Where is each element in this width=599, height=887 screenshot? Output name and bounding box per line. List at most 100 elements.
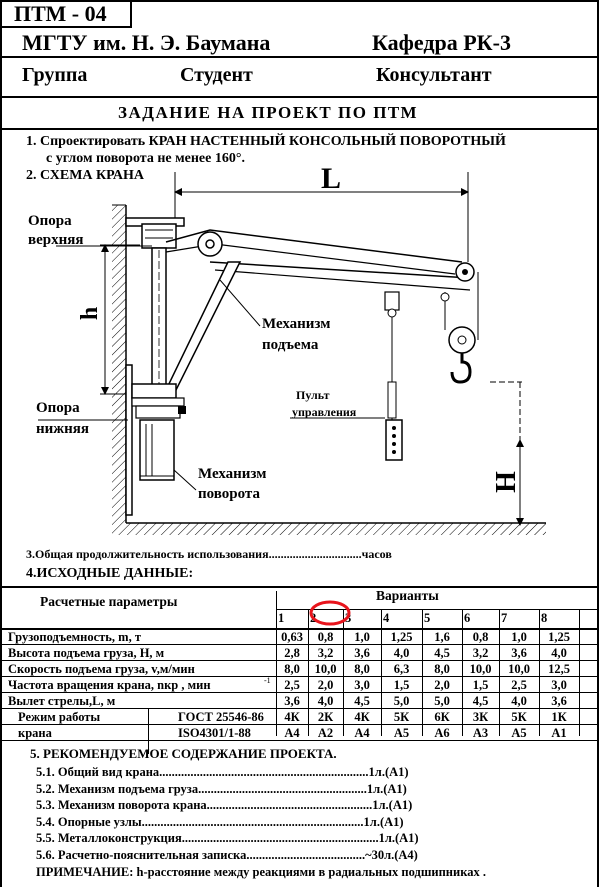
dimension-H-label: H: [490, 471, 522, 493]
section5-item-1: 5.1. Общий вид крана....................…: [36, 765, 409, 779]
param-label-2: Высота подъема груза, H, м: [8, 646, 165, 660]
control-pendant: [290, 317, 403, 461]
param-value-3-8: 12,5: [548, 662, 570, 676]
section1-line1: 1. Спроектировать КРАН НАСТЕННЫЙ КОНСОЛЬ…: [26, 134, 506, 149]
group-label: Группа: [22, 64, 88, 86]
slew-mechanism-label-2: поворота: [198, 486, 260, 502]
param-value-5-3: 4,5: [354, 694, 370, 708]
mode-value-1-3: 4К: [354, 710, 370, 724]
mode-value-2-7: А5: [511, 726, 527, 740]
variant-header-4: 4: [383, 611, 390, 625]
param-value-5-5: 5,0: [434, 694, 450, 708]
param-value-4-4: 1,5: [393, 678, 410, 692]
section4-title: 4.ИСХОДНЫЕ ДАННЫЕ:: [26, 566, 194, 581]
hoist-mechanism-label-2: подъема: [262, 337, 319, 353]
mode-value-2-4: А5: [393, 726, 410, 740]
wall: [112, 204, 127, 535]
variant-header-6: 6: [464, 611, 471, 625]
section2-title: 2. СХЕМА КРАНА: [26, 168, 145, 183]
param-value-1-2: 0,8: [317, 630, 334, 644]
variant-header-1: 1: [278, 611, 285, 625]
mode-value-1-4: 5К: [393, 710, 410, 724]
param-value-3-3: 8,0: [354, 662, 370, 676]
mode-value-1-6: 3К: [472, 710, 489, 724]
param-value-2-8: 4,0: [551, 646, 567, 660]
mode-value-1-1: 4К: [284, 710, 300, 724]
upper-support: [125, 217, 185, 249]
mode-value-2-8: А1: [551, 726, 567, 740]
department-name: Кафедра РК-3: [372, 30, 511, 55]
section1-line2: с углом поворота не менее 160°.: [46, 151, 245, 166]
param-value-5-1: 3,6: [284, 694, 300, 708]
mode-value-2-5: А6: [434, 726, 450, 740]
param-value-1-6: 0,8: [472, 630, 489, 644]
section5-item-5: 5.5. Металлоконструкция.................…: [36, 831, 419, 845]
upper-support-label-2: верхняя: [28, 232, 84, 248]
param-label-5: Вылет стрелы,L, м: [8, 694, 116, 708]
param-value-3-4: 6,3: [393, 662, 410, 676]
param-value-4-8: 3,0: [551, 678, 567, 692]
param-value-1-3: 1,0: [354, 630, 370, 644]
param-value-5-8: 3,6: [551, 694, 567, 708]
mode-value-1-5: 6К: [434, 710, 450, 724]
param-value-3-7: 10,0: [508, 662, 530, 676]
task-title: ЗАДАНИЕ НА ПРОЕКТ ПО ПТМ: [118, 103, 419, 122]
note-text: ПРИМЕЧАНИЕ: h-расстояние между реакциями…: [36, 865, 486, 879]
param-value-5-2: 4,0: [317, 694, 334, 708]
param-label-4: Частота вращения крана, nкр , мин: [8, 678, 211, 692]
param-value-5-6: 4,5: [472, 694, 489, 708]
slew-mechanism-label-1: Механизм: [198, 466, 267, 482]
consultant-label: Консультант: [376, 64, 492, 86]
param-value-5-7: 4,0: [511, 694, 527, 708]
lower-support: [125, 364, 186, 516]
param-value-2-2: 3,2: [317, 646, 334, 660]
param-value-2-5: 4,5: [434, 646, 450, 660]
crane-boom: [164, 229, 479, 391]
dimension-L: [174, 172, 469, 262]
section5-item-6: 5.6. Расчетно-пояснительная записка.....…: [36, 847, 418, 862]
param-value-1-1: 0,63: [281, 630, 303, 644]
mode-value-1-8: 1К: [551, 710, 567, 724]
param-value-1-8: 1,25: [548, 630, 570, 644]
mode-standard-2: ISO4301/1-88: [178, 726, 251, 740]
mode-value-2-3: А4: [354, 726, 370, 740]
param-value-4-1: 2,5: [284, 678, 300, 692]
dimension-h-label: h: [77, 306, 104, 321]
param-label-3: Скорость подъема груза, v,м/мин: [8, 662, 195, 676]
param-value-4-3: 3,0: [354, 678, 370, 692]
lower-support-label-2: нижняя: [36, 421, 90, 437]
section5-item-3: 5.3. Механизм поворота крана............…: [36, 798, 413, 812]
variant-header-5: 5: [424, 611, 431, 625]
mode-label-2: крана: [18, 726, 52, 740]
variants-header: Варианты: [376, 588, 439, 603]
mode-value-2-6: А3: [472, 726, 489, 740]
floor: [126, 522, 546, 535]
param-value-4-2: 2,0: [317, 678, 334, 692]
upper-support-label-1: Опора: [28, 213, 72, 229]
dimension-L-label: L: [321, 162, 342, 195]
params-header: Расчетные параметры: [40, 594, 178, 609]
param-value-2-1: 2,8: [284, 646, 300, 660]
mode-value-1-2: 2К: [317, 710, 334, 724]
param-value-2-3: 3,6: [354, 646, 370, 660]
param-value-3-5: 8,0: [434, 662, 450, 676]
param-value-2-7: 3,6: [511, 646, 527, 660]
param-label-1: Грузоподъемность, m, т: [8, 630, 141, 644]
param-value-2-6: 3,2: [472, 646, 489, 660]
lower-support-label-1: Опора: [36, 400, 80, 416]
mode-standard-1: ГОСТ 25546-86: [178, 710, 264, 724]
variant-header-7: 7: [501, 611, 508, 625]
param-label-sup: -1: [264, 676, 271, 685]
crane-diagram: [38, 172, 546, 535]
section5-title: 5. РЕКОМЕНДУЕМОЕ СОДЕРЖАНИЕ ПРОЕКТА.: [30, 746, 337, 761]
section5-item-2: 5.2. Механизм подъема груза.............…: [36, 781, 407, 796]
control-panel-label-2: управления: [292, 405, 357, 419]
param-value-4-7: 2,5: [511, 678, 527, 692]
param-value-3-6: 10,0: [469, 662, 492, 676]
param-value-1-5: 1,6: [434, 630, 450, 644]
param-value-3-1: 8,0: [284, 662, 300, 676]
param-value-3-2: 10,0: [314, 662, 337, 676]
param-value-5-4: 5,0: [393, 694, 410, 708]
